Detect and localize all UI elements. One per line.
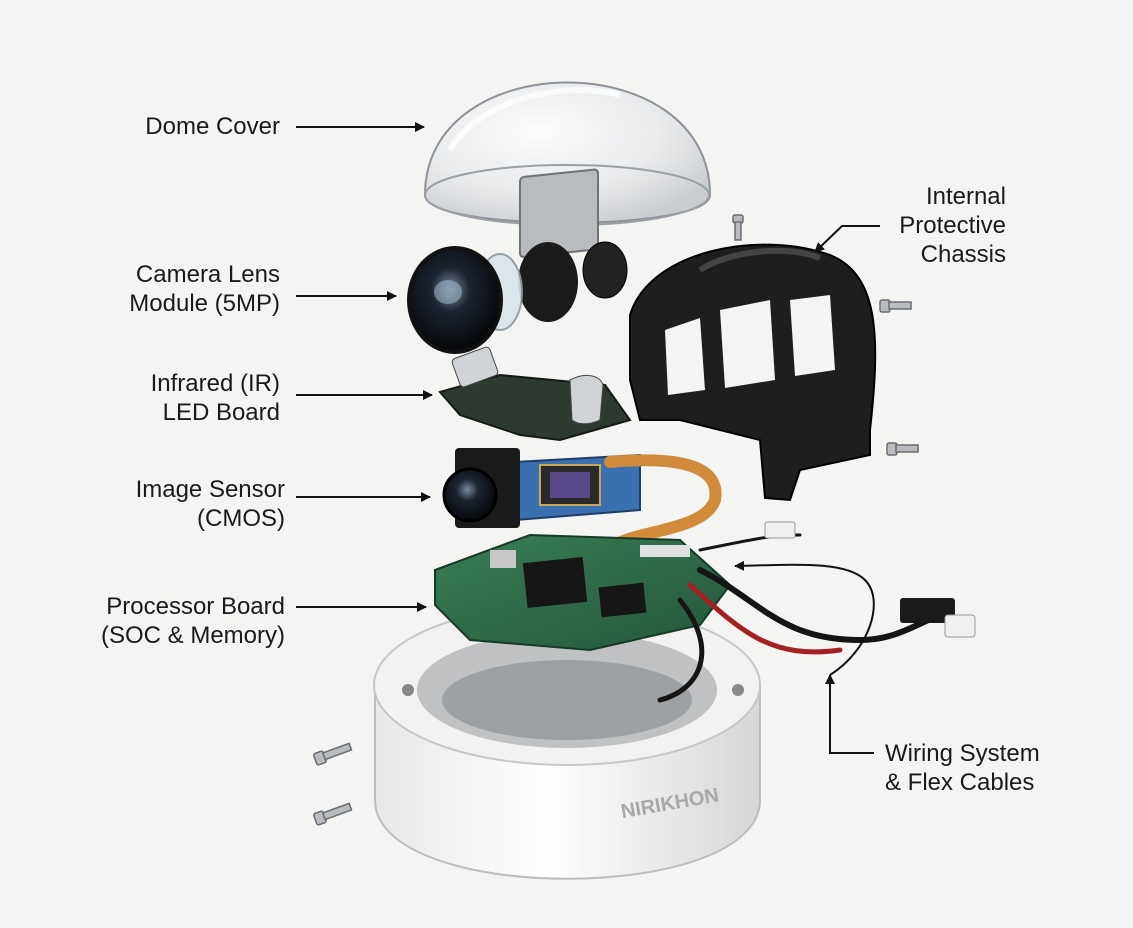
label-line: & Flex Cables <box>885 769 1035 796</box>
dome-cover <box>423 81 712 226</box>
label-line: LED Board <box>162 399 280 426</box>
label-line: Internal <box>925 183 1006 210</box>
label-line: Dome Cover <box>145 113 280 140</box>
label-chassis: Internal Protective Chassis <box>860 182 1006 269</box>
label-line: Module (5MP) <box>129 290 280 317</box>
arrow-wiring-upper <box>734 560 875 676</box>
label-camera-lens: Camera Lens Module (5MP) <box>80 260 280 318</box>
screws <box>313 214 919 826</box>
ir-led-board <box>438 346 632 442</box>
label-wiring: Wiring System & Flex Cables <box>885 739 1085 797</box>
processor-board <box>434 533 732 652</box>
label-line: Processor Board <box>106 593 285 620</box>
wiring-harness <box>657 521 976 703</box>
leader-lines <box>296 122 880 754</box>
image-sensor <box>442 448 641 528</box>
label-line: Infrared (IR) <box>150 370 280 397</box>
label-line: (SOC & Memory) <box>100 622 285 649</box>
label-line: Image Sensor <box>135 476 285 503</box>
camera-lens-module <box>407 168 628 354</box>
label-image-sensor: Image Sensor (CMOS) <box>80 475 285 533</box>
label-dome-cover: Dome Cover <box>100 112 280 141</box>
label-line: Wiring System <box>885 740 1040 767</box>
label-processor: Processor Board (SOC & Memory) <box>60 592 285 650</box>
label-line: Camera Lens <box>135 261 280 288</box>
housing-base: NIRIKHON <box>373 604 761 880</box>
arrow-wiring <box>825 674 874 754</box>
internal-chassis <box>629 243 877 502</box>
arrow-chassis <box>814 225 880 253</box>
label-line: (CMOS) <box>197 505 285 532</box>
label-ir-led: Infrared (IR) LED Board <box>80 369 280 427</box>
label-line: Chassis <box>920 241 1006 268</box>
label-line: Protective <box>899 212 1006 239</box>
